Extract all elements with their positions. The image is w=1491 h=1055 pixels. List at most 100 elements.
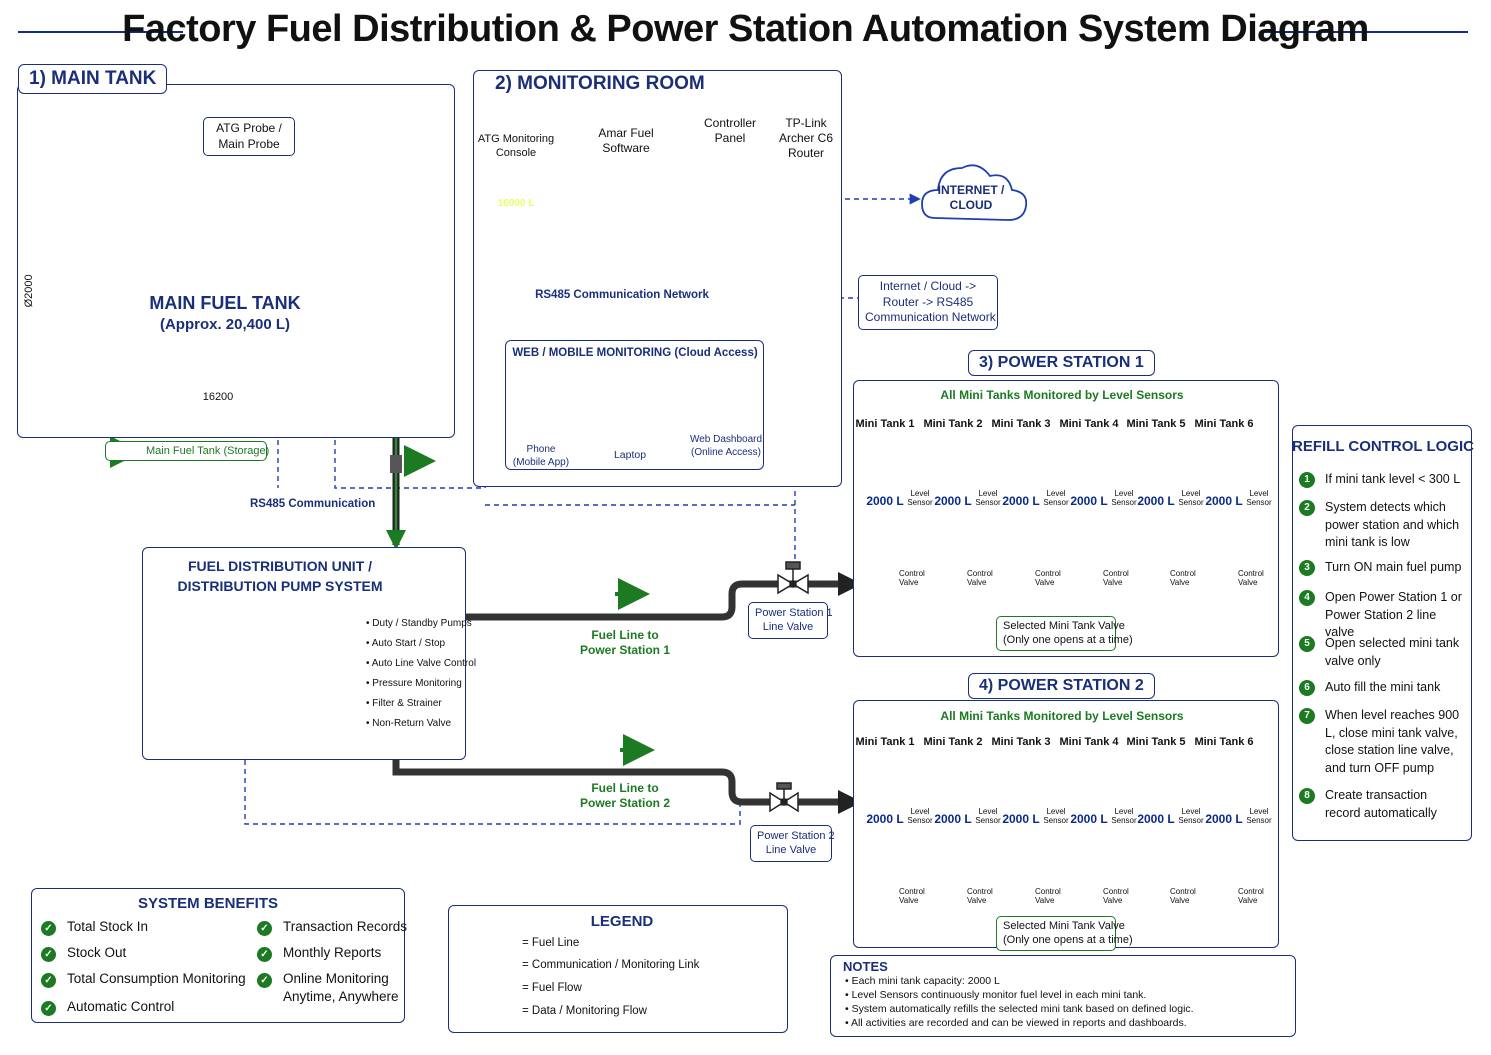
level-sensor-line-1: Level bbox=[910, 489, 930, 498]
control-valve-line-1: Control bbox=[1170, 887, 1196, 896]
refill-logic-panel bbox=[1292, 425, 1472, 841]
control-valve-line-2: Valve bbox=[1170, 895, 1190, 905]
controller-label: Controller Panel bbox=[692, 116, 768, 146]
fdu-heading: FUEL DISTRIBUTION UNIT / DISTRIBUTION PU… bbox=[150, 557, 410, 596]
phone-label: Phone (Mobile App) bbox=[505, 444, 577, 469]
power-station-2-panel bbox=[853, 700, 1279, 948]
router-label-line-1: TP-Link bbox=[785, 116, 827, 130]
ps2-line-valve-label: Power Station 2 Line Valve bbox=[750, 825, 835, 862]
control-valve-line-2: Valve bbox=[1035, 895, 1055, 905]
refill-step-number: 7 bbox=[1299, 708, 1315, 724]
level-sensor-line-2: Sensor bbox=[907, 497, 933, 507]
mini-tank-name: Mini Tank 3 bbox=[991, 736, 1051, 748]
level-sensor-line-1: Level bbox=[978, 489, 998, 498]
control-valve-line-1: Control bbox=[1035, 569, 1061, 578]
ps2-selected-line-1: Selected Mini Tank Valve bbox=[1003, 920, 1125, 932]
fdu-bullet: • Pressure Monitoring bbox=[366, 678, 462, 689]
web-mobile-panel bbox=[505, 340, 764, 470]
control-valve-line-2: Valve bbox=[967, 577, 987, 587]
phone-label-line-2: (Mobile App) bbox=[512, 456, 570, 468]
main-tank-heading: 1) MAIN TANK bbox=[18, 64, 168, 94]
mini-tank-name: Mini Tank 6 bbox=[1194, 736, 1254, 748]
check-icon: ✓ bbox=[41, 921, 56, 936]
level-sensor-line-1: Level bbox=[978, 807, 998, 816]
fuel-distribution-panel bbox=[142, 547, 466, 760]
mini-tank-capacity: 2000 L bbox=[1002, 812, 1040, 826]
legend-panel bbox=[448, 905, 788, 1033]
control-valve-line-1: Control bbox=[1103, 887, 1129, 896]
notes-heading: NOTES bbox=[843, 959, 888, 974]
atg-probe-line-1: ATG Probe / bbox=[216, 121, 282, 135]
control-valve-line-2: Valve bbox=[899, 577, 919, 587]
level-sensor-line-2: Sensor bbox=[975, 815, 1001, 825]
mini-tank-capacity: 2000 L bbox=[1002, 494, 1040, 508]
level-sensor-line-1: Level bbox=[1181, 807, 1201, 816]
control-valve-line-1: Control bbox=[899, 569, 925, 578]
main-fuel-tank-capacity: (Approx. 20,400 L) bbox=[159, 316, 291, 333]
benefit-item: Transaction Records bbox=[283, 919, 408, 934]
mini-tank-name: Mini Tank 1 bbox=[855, 736, 915, 748]
control-valve-line-1: Control bbox=[967, 569, 993, 578]
control-valve-line-1: Control bbox=[967, 887, 993, 896]
level-sensor-line-1: Level bbox=[1249, 489, 1269, 498]
refill-step-number: 1 bbox=[1299, 472, 1315, 488]
note-item: • System automatically refills the selec… bbox=[845, 1003, 1194, 1015]
fuel-line-ps2-line-2: Power Station 2 bbox=[580, 796, 671, 810]
rs485-communication-label: RS485 Communication bbox=[250, 497, 376, 512]
mini-tank-capacity: 2000 L bbox=[1137, 812, 1175, 826]
mini-tank-capacity: 2000 L bbox=[1070, 494, 1108, 508]
web-mobile-title-text: WEB / MOBILE MONITORING bbox=[512, 347, 672, 359]
level-sensor-line-2: Sensor bbox=[1246, 815, 1272, 825]
page-title: Factory Fuel Distribution & Power Statio… bbox=[122, 8, 1369, 50]
mini-tank-name: Mini Tank 6 bbox=[1194, 418, 1254, 430]
notes-panel bbox=[830, 955, 1296, 1037]
refill-step-text: Open Power Station 1 or Power Station 2 … bbox=[1325, 590, 1462, 639]
check-icon: ✓ bbox=[41, 973, 56, 988]
level-sensor-line-1: Level bbox=[1046, 807, 1066, 816]
level-sensor-line-2: Sensor bbox=[1043, 815, 1069, 825]
atg-console-label: ATG Monitoring Console bbox=[476, 133, 556, 161]
refill-step-text: System detects which power station and w… bbox=[1325, 500, 1460, 549]
note-item: • Each mini tank capacity: 2000 L bbox=[845, 975, 1000, 987]
fdu-bullet: • Auto Start / Stop bbox=[366, 638, 446, 649]
legend-fuel-flow: = Fuel Flow bbox=[522, 982, 582, 994]
check-icon: ✓ bbox=[257, 973, 272, 988]
legend-data-flow: = Data / Monitoring Flow bbox=[522, 1005, 647, 1017]
cloud-label: INTERNET / CLOUD bbox=[930, 183, 1012, 213]
refill-step-number: 8 bbox=[1299, 788, 1315, 804]
fdu-heading-line-2: DISTRIBUTION PUMP SYSTEM bbox=[177, 577, 383, 594]
mini-tank-capacity: 2000 L bbox=[1070, 812, 1108, 826]
mini-tank-name: Mini Tank 4 bbox=[1059, 418, 1119, 430]
ps1-selected-valve-note: Selected Mini Tank Valve (Only one opens… bbox=[996, 616, 1133, 651]
web-dashboard-line-1: Web Dashboard bbox=[689, 434, 763, 445]
ps2-line-valve-icon bbox=[769, 782, 799, 813]
control-valve-line-2: Valve bbox=[967, 895, 987, 905]
atg-console-label-line-2: Console bbox=[495, 146, 537, 159]
fdu-bullet: • Filter & Strainer bbox=[366, 698, 442, 709]
mini-tank-capacity: 2000 L bbox=[866, 494, 904, 508]
router-label: TP-Link Archer C6 Router bbox=[772, 116, 840, 161]
refill-step-number: 3 bbox=[1299, 560, 1315, 576]
web-mobile-title: WEB / MOBILE MONITORING (Cloud Access) bbox=[510, 346, 760, 360]
rs485-network-label: RS485 Communication Network bbox=[535, 289, 709, 301]
control-valve-line-1: Control bbox=[1238, 569, 1264, 578]
refill-step-text: If mini tank level < 300 L bbox=[1325, 472, 1461, 486]
power-station-1-heading: 3) POWER STATION 1 bbox=[968, 350, 1155, 376]
note-item: • Level Sensors continuously monitor fue… bbox=[845, 989, 1147, 1001]
control-valve-line-2: Valve bbox=[1035, 577, 1055, 587]
main-fuel-tank-storage-tag: Main Fuel Tank (Storage) bbox=[105, 441, 269, 462]
benefit-item: Monthly Reports bbox=[283, 945, 382, 960]
mini-tank-capacity: 2000 L bbox=[934, 494, 972, 508]
web-mobile-subtitle: (Cloud Access) bbox=[674, 347, 758, 359]
fdu-bullet: • Non-Return Valve bbox=[366, 718, 452, 729]
mini-tank-capacity: 2000 L bbox=[1205, 494, 1243, 508]
control-valve-line-1: Control bbox=[1035, 887, 1061, 896]
level-sensor-line-1: Level bbox=[1114, 807, 1134, 816]
mini-tank-name: Mini Tank 2 bbox=[923, 736, 983, 748]
